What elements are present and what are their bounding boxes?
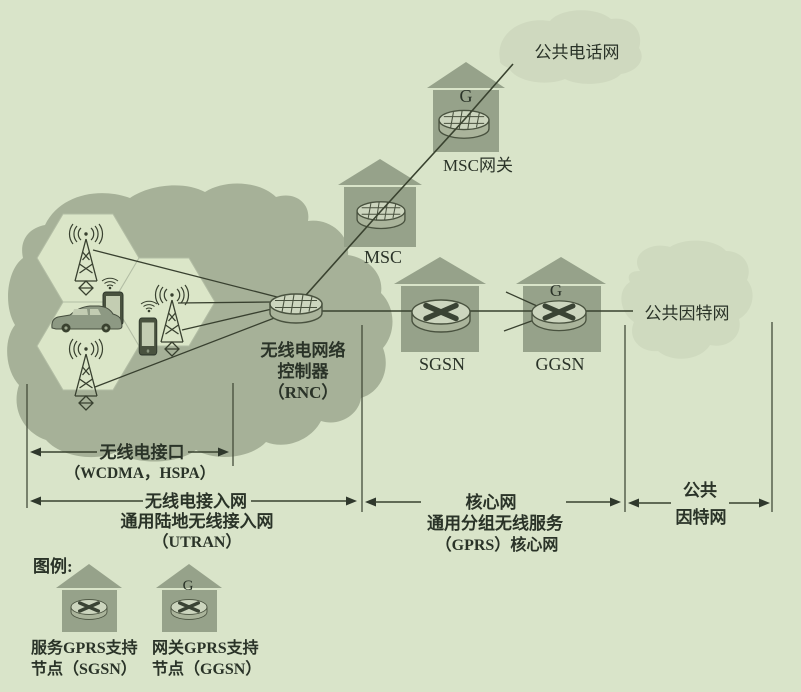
radio-interface-sublabel: （WCDMA，HSPA） bbox=[65, 464, 215, 482]
rnc-switch-icon bbox=[269, 293, 323, 324]
legend-sgsn-label-line1: 服务GPRS支持 bbox=[31, 638, 138, 657]
msc-switch-icon bbox=[356, 201, 406, 230]
car-icon bbox=[51, 305, 123, 333]
core-network-label: 核心网 bbox=[466, 492, 517, 512]
radio-access-sublabel: 通用陆地无线接入网 bbox=[121, 511, 274, 531]
core-network-abbrev: （GPRS）核心网 bbox=[436, 535, 559, 554]
legend-ggsn-label-line1: 网关GPRS支持 bbox=[152, 638, 259, 657]
radio-interface-label: 无线电接口 bbox=[99, 442, 185, 462]
legend-sgsn-label-line2: 节点（SGSN） bbox=[31, 659, 137, 678]
tower-rnc-links bbox=[92, 249, 282, 388]
msc-gateway-g-mark: G bbox=[460, 86, 473, 106]
legend-ggsn-router-icon bbox=[169, 597, 209, 622]
legend-ggsn-label-line2: 节点（GGSN） bbox=[152, 659, 261, 678]
internet-label: 公共因特网 bbox=[645, 304, 730, 323]
radio-interface-span-arrow bbox=[30, 447, 229, 457]
sgsn-router-icon bbox=[412, 300, 470, 332]
msc-gateway-label: MSC网关 bbox=[443, 156, 513, 175]
ggsn-label: GGSN bbox=[535, 354, 584, 374]
rnc-label-line1: 无线电网络 bbox=[260, 340, 346, 360]
pstn-label: 公共电话网 bbox=[535, 43, 620, 62]
internet-span-label-line1: 公共 bbox=[683, 481, 717, 500]
rnc-label-line2: 控制器 bbox=[278, 361, 330, 381]
legend-ggsn-g-mark: G bbox=[183, 578, 194, 594]
msc-gateway-switch-icon bbox=[438, 109, 490, 139]
internet-cloud bbox=[621, 240, 753, 359]
internet-span-label-line2: 因特网 bbox=[676, 507, 727, 527]
radio-access-abbrev: （UTRAN） bbox=[153, 533, 242, 551]
sgsn-label: SGSN bbox=[419, 354, 465, 374]
ggsn-extra-links bbox=[503, 291, 538, 332]
legend-sgsn-router-icon bbox=[69, 597, 109, 622]
pstn-link bbox=[305, 63, 514, 296]
mobile-phone-icon bbox=[138, 317, 158, 356]
section-boundary-lines bbox=[26, 322, 773, 512]
radio-access-label: 无线电接入网 bbox=[144, 491, 247, 511]
rnc-label-line3: （RNC） bbox=[268, 382, 339, 402]
pstn-cloud bbox=[499, 10, 642, 84]
internet-span-arrow bbox=[628, 498, 770, 508]
core-network-sublabel: 通用分组无线服务 bbox=[427, 513, 564, 533]
legend-title: 图例: bbox=[33, 556, 73, 576]
ggsn-g-mark: G bbox=[550, 281, 562, 300]
msc-label: MSC bbox=[364, 247, 402, 267]
radio-access-span-arrow bbox=[30, 496, 357, 506]
ggsn-router-icon bbox=[532, 301, 586, 331]
core-network-span-arrow bbox=[365, 497, 621, 507]
